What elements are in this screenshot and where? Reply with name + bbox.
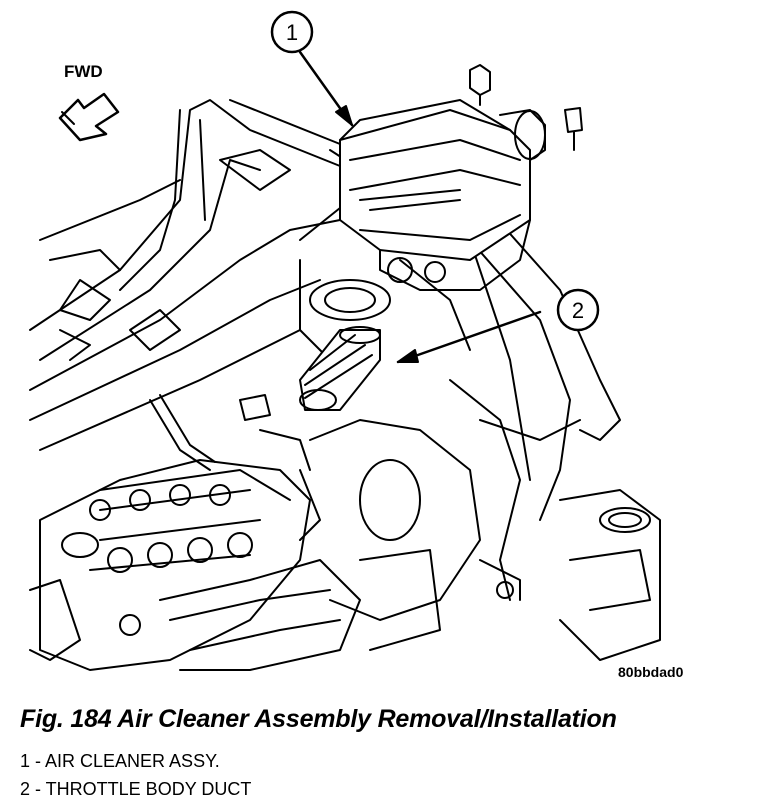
throttle-body-duct: [299, 326, 381, 411]
right-frame-rail: [229, 99, 661, 661]
legend: 1 - AIR CLEANER ASSY. 2 - THROTTLE BODY …: [20, 747, 251, 803]
callout-1-number: 1: [286, 20, 298, 45]
fender-structure: [29, 99, 351, 451]
fwd-arrow-icon: [58, 92, 120, 142]
image-id: 80bbdad0: [618, 664, 684, 680]
engine-intake: [29, 394, 361, 671]
engine-bay-illustration: 1 2: [29, 10, 661, 671]
air-cleaner-assembly: [339, 64, 583, 291]
legend-item-2: 2 - THROTTLE BODY DUCT: [20, 779, 252, 799]
callout-circles: [270, 10, 600, 332]
legend-item-1: 1 - AIR CLEANER ASSY.: [20, 751, 220, 771]
fwd-label: FWD: [64, 62, 103, 81]
callout-2-number: 2: [572, 298, 584, 323]
leader-arrowheads: [335, 105, 419, 363]
figure-caption: Fig. 184 Air Cleaner Assembly Removal/In…: [20, 705, 617, 733]
